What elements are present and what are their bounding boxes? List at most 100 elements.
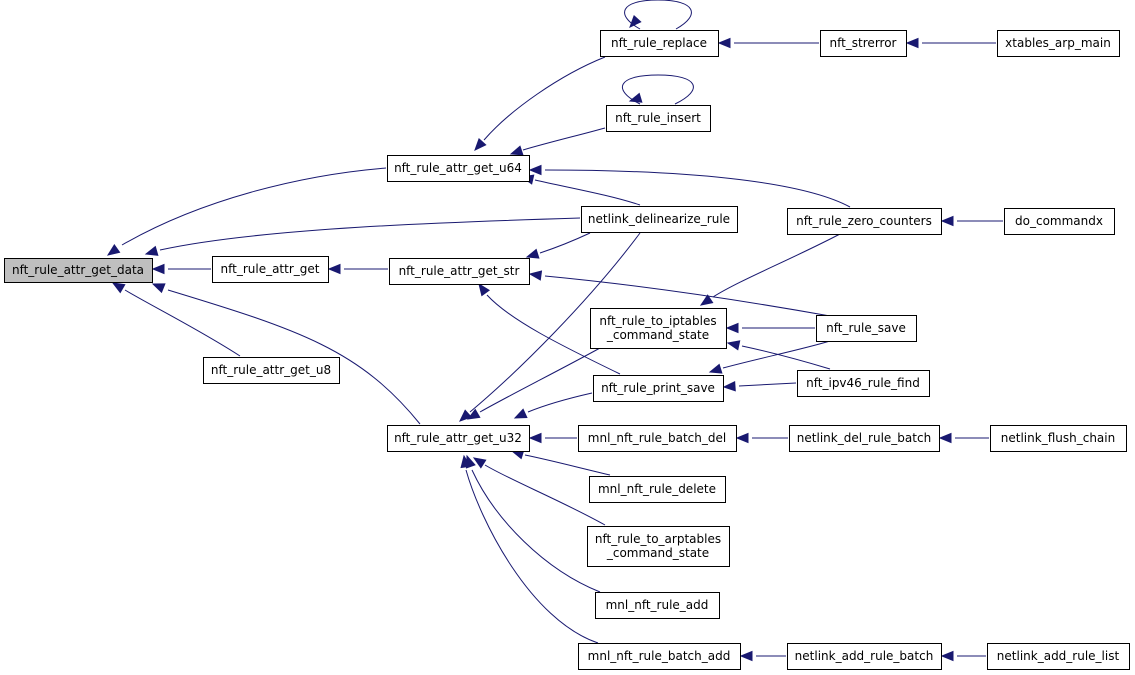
node-label: nft_rule_attr_get_u8 [211,363,331,377]
edge-arrowhead [144,245,159,256]
edge-n17-to-n14 [528,432,577,444]
edge-arrowhead [940,215,954,227]
edge-line [544,275,831,317]
node-label: netlink_add_rule_list [997,649,1120,663]
node-mnl-nft-rule-batch-add[interactable]: mnl_nft_rule_batch_add [578,643,741,670]
node-label: xtables_arp_main [1005,36,1111,50]
node-box[interactable] [589,476,726,503]
node-nft-rule-attr-get-u32[interactable]: nft_rule_attr_get_u32 [387,425,530,452]
node-box[interactable] [787,208,942,235]
edge-line [722,340,831,369]
node-box[interactable] [600,30,719,57]
node-box[interactable] [593,375,724,402]
node-nft-strerror[interactable]: nft_strerror [820,30,907,57]
node-box[interactable] [997,30,1120,57]
node-box[interactable] [389,258,530,285]
node-nft-rule-to-iptables-command-state[interactable]: nft_rule_to_iptables_command_state [590,308,727,349]
node-box[interactable] [787,643,942,670]
node-mnl-nft-rule-batch-del[interactable]: mnl_nft_rule_batch_del [578,425,737,452]
node-box[interactable] [4,258,153,283]
node-box[interactable] [1004,208,1115,235]
edge-line [624,0,692,30]
node-box[interactable] [595,592,720,619]
node-nft-rule-attr-get[interactable]: nft_rule_attr_get [212,256,329,283]
node-nft-ipv46-rule-find[interactable]: nft_ipv46_rule_find [797,370,930,397]
node-xtables-arp-main[interactable]: xtables_arp_main [997,30,1120,57]
node-label: netlink_del_rule_batch [797,431,931,445]
edge-arrowhead [735,432,749,444]
node-box[interactable] [587,526,730,567]
node-netlink-del-rule-batch[interactable]: netlink_del_rule_batch [789,425,940,452]
node-mnl-nft-rule-add[interactable]: mnl_nft_rule_add [595,592,720,619]
edge-arrowhead [509,145,524,156]
edge-arrowhead [726,340,741,351]
node-nft-rule-attr-get-data[interactable]: nft_rule_attr_get_data [4,258,153,283]
edge-line [738,382,797,387]
node-nft-rule-attr-get-u8[interactable]: nft_rule_attr_get_u8 [203,357,340,384]
edge-n12-to-n10 [478,282,621,375]
edge-n5-to-n5 [621,74,694,105]
node-box[interactable] [578,425,737,452]
node-nft-rule-print-save[interactable]: nft_rule_print_save [593,375,724,402]
edge-n11-to-n12 [708,340,831,374]
node-nft-rule-attr-get-u64[interactable]: nft_rule_attr_get_u64 [387,155,530,182]
node-mnl-nft-rule-delete[interactable]: mnl_nft_rule_delete [589,476,726,503]
node-nft-rule-zero-counters[interactable]: nft_rule_zero_counters [787,208,942,235]
edge-n11-to-n15 [725,322,815,334]
node-netlink-add-rule-batch[interactable]: netlink_add_rule_batch [787,643,942,670]
node-netlink-flush-chain[interactable]: netlink_flush_chain [990,425,1127,452]
edge-n21-to-n14 [472,457,606,526]
node-nft-rule-attr-get-str[interactable]: nft_rule_attr_get_str [389,258,530,285]
edge-arrowhead [905,37,919,49]
node-box[interactable] [797,370,930,397]
node-do-commandx[interactable]: do_commandx [1004,208,1115,235]
node-label: nft_rule_print_save [601,381,715,395]
node-nft-rule-replace[interactable]: nft_rule_replace [600,30,719,57]
node-box[interactable] [578,643,741,670]
edge-line [534,179,641,206]
edge-n16-to-n12 [722,381,797,392]
node-nft-rule-insert[interactable]: nft_rule_insert [606,105,711,132]
edge-n2-to-n1 [474,56,606,151]
node-box[interactable] [387,155,530,182]
node-box[interactable] [987,643,1130,670]
node-netlink-delinearize-rule[interactable]: netlink_delinearize_rule [581,206,738,233]
node-label: _command_state [606,546,709,560]
edge-n20-to-n14 [510,449,611,476]
edge-arrowhead [725,322,739,334]
node-netlink-add-rule-list[interactable]: netlink_add_rule_list [987,643,1130,670]
node-box[interactable] [387,425,530,452]
edge-arrowhead [528,432,542,444]
node-box[interactable] [816,315,917,342]
edge-line [471,469,601,593]
node-box[interactable] [789,425,940,452]
node-label: nft_rule_attr_get_str [399,264,520,278]
edge-n12-to-n14 [513,392,593,419]
node-box[interactable] [590,308,727,349]
node-label: nft_ipv46_rule_find [806,376,920,390]
edge-n24-to-n23 [739,650,786,662]
node-label: nft_rule_save [826,321,906,335]
node-box[interactable] [581,206,738,233]
edge-line [479,347,601,413]
edge-line [124,289,241,357]
node-label: mnl_nft_rule_batch_add [588,649,731,663]
node-label: netlink_add_rule_batch [795,649,934,663]
edge-line [544,169,851,208]
edge-n16-to-n15 [726,340,831,370]
node-label: nft_rule_to_iptables [599,314,716,328]
edge-n6-to-n1 [520,174,641,206]
edge-line [527,392,593,413]
edge-n7-to-n1 [528,164,851,208]
node-nft-rule-save[interactable]: nft_rule_save [816,315,917,342]
node-box[interactable] [606,105,711,132]
node-box[interactable] [203,357,340,384]
edge-line [465,469,599,644]
node-box[interactable] [990,425,1127,452]
node-nft-rule-to-arptables-command-state[interactable]: nft_rule_to_arptables_command_state [587,526,730,567]
node-box[interactable] [820,30,907,57]
edge-n8-to-n7 [940,215,1003,227]
node-label: nft_strerror [829,36,896,50]
node-box[interactable] [212,256,329,283]
